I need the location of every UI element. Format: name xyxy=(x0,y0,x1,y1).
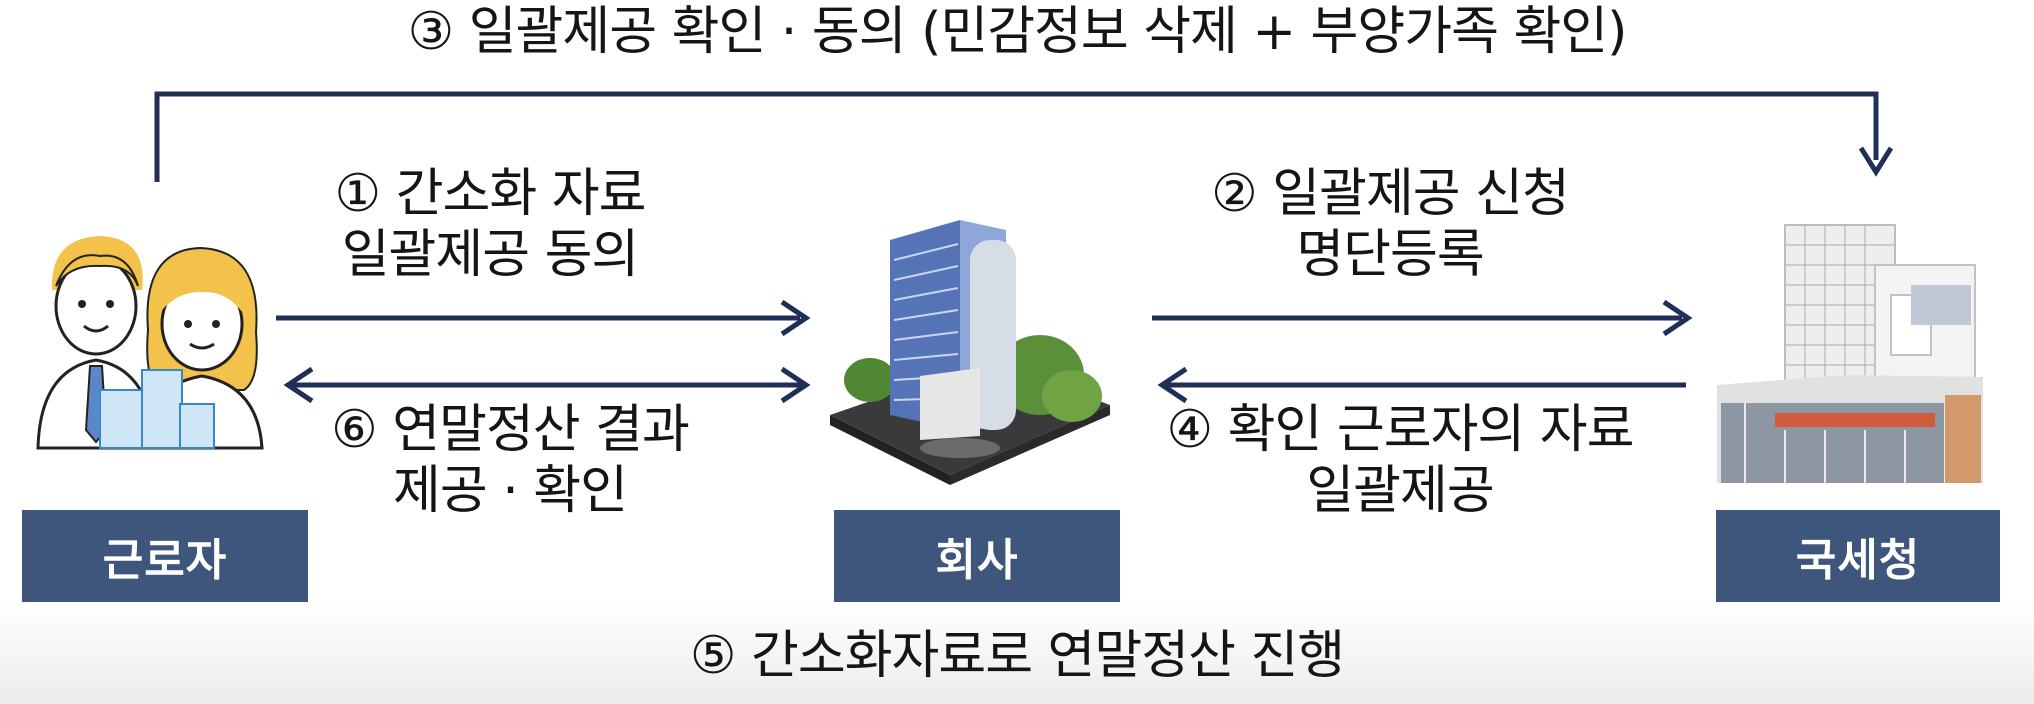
step6-line2: 제공 · 확인 xyxy=(393,461,628,522)
step2-line1: ② 일괄제공 신청 xyxy=(1211,164,1570,224)
step1-line2: 일괄제공 동의 xyxy=(341,225,640,286)
step1-arrow xyxy=(276,299,811,337)
company-label: 회사 xyxy=(834,510,1120,602)
step4-line1: ④ 확인 근로자의 자료 xyxy=(1166,400,1635,460)
step4-line2: 일괄제공 xyxy=(1306,461,1494,522)
worker-label: 근로자 xyxy=(22,510,308,602)
step2-arrow xyxy=(1152,299,1693,337)
company-building-icon xyxy=(830,220,1110,485)
step5-text: ⑤ 간소화자료로 연말정산 진행 xyxy=(689,626,1345,686)
step6-text: ⑥ 연말정산 결과 제공 · 확인 xyxy=(300,400,720,523)
step1-line1: ① 간소화 자료 xyxy=(334,164,647,224)
step4-text: ④ 확인 근로자의 자료 일괄제공 xyxy=(1140,400,1660,523)
step6-line1: ⑥ 연말정산 결과 xyxy=(331,400,690,460)
step2-line2: 명단등록 xyxy=(1296,225,1484,286)
step6-arrow xyxy=(283,366,811,404)
step3-text: ③ 일괄제공 확인 · 동의 (민감정보 삭제 + 부양가족 확인) xyxy=(407,2,1628,62)
step1-text: ① 간소화 자료 일괄제공 동의 xyxy=(290,164,690,287)
worker-couple-icon xyxy=(36,236,264,450)
step2-text: ② 일괄제공 신청 명단등록 xyxy=(1160,164,1620,287)
nts-label: 국세청 xyxy=(1716,510,2000,602)
nts-building-icon xyxy=(1717,224,1983,483)
step4-arrow xyxy=(1157,366,1686,404)
